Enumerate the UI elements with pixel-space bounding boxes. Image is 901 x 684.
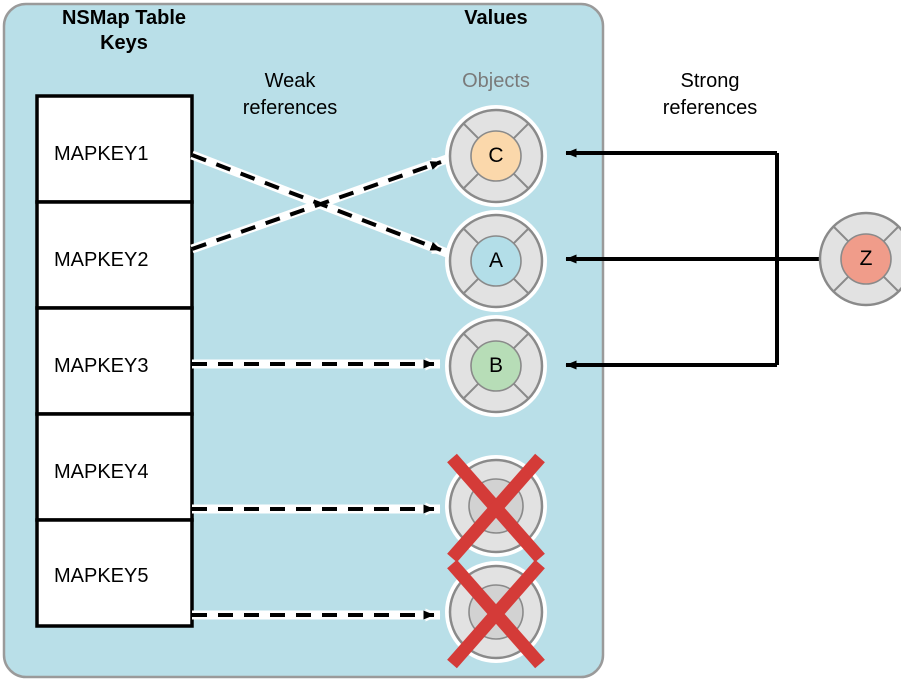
page-title-values: Values — [464, 7, 528, 29]
object-core-a — [470, 235, 522, 287]
object-z[interactable] — [818, 211, 901, 307]
label-strong-references-line1: Strong — [680, 70, 740, 92]
page-title-nsmap-table: NSMap Table — [61, 7, 187, 29]
object-letter-z: Z — [859, 247, 873, 270]
key-label-1: MAPKEY1 — [54, 143, 149, 165]
key-box-5[interactable] — [35, 518, 194, 628]
weak-reference-arrows — [190, 150, 449, 622]
object-core-b — [470, 340, 522, 392]
object-a[interactable] — [445, 210, 547, 312]
object-dead-1[interactable] — [445, 453, 547, 563]
label-weak-references-line2: references — [242, 97, 338, 119]
label-weak-references-line1: Weak — [264, 70, 316, 92]
object-letter-a: A — [488, 249, 503, 272]
object-core-z — [840, 233, 892, 285]
key-label-3: MAPKEY3 — [54, 355, 149, 377]
key-table — [35, 94, 194, 628]
object-b[interactable] — [445, 315, 547, 417]
page-title-keys: Keys — [100, 32, 148, 54]
key-box-2[interactable] — [35, 200, 194, 310]
object-dead-2[interactable] — [445, 559, 547, 669]
strong-reference-arrows — [565, 148, 822, 370]
object-core-c — [470, 130, 522, 182]
label-strong-references-line2: references — [662, 97, 758, 119]
object-c[interactable] — [445, 105, 547, 207]
cross-out-icon — [447, 453, 545, 563]
weak-arrow-mapkey2-to-c — [191, 160, 442, 251]
objects-column — [445, 105, 901, 669]
key-box-1[interactable] — [35, 94, 194, 204]
cross-out-icon — [447, 559, 545, 669]
object-letter-c: C — [488, 144, 504, 167]
label-objects: Objects — [462, 70, 530, 92]
key-box-3[interactable] — [35, 306, 194, 416]
object-letter-b: B — [488, 354, 503, 377]
weak-arrow-mapkey1-to-a — [191, 153, 442, 252]
key-label-5: MAPKEY5 — [54, 565, 149, 587]
key-label-4: MAPKEY4 — [54, 461, 149, 483]
key-label-2: MAPKEY2 — [54, 249, 149, 271]
